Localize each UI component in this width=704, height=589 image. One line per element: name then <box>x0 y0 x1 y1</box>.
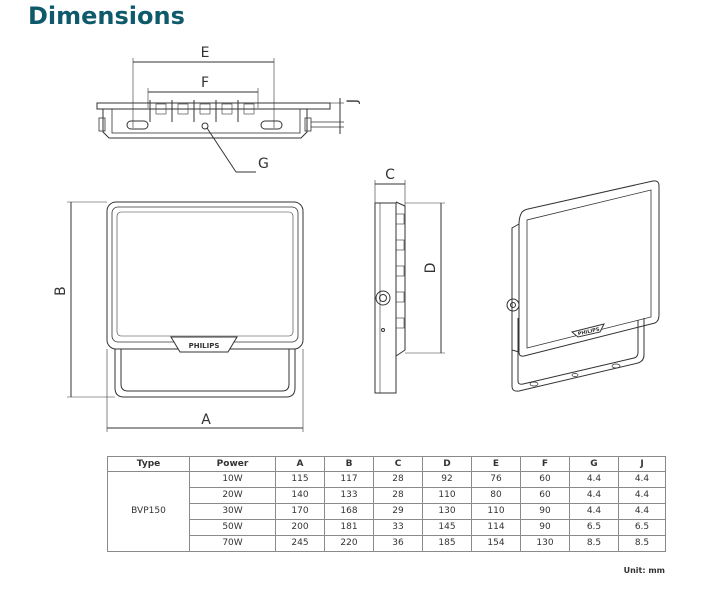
table-cell: 60 <box>520 471 570 488</box>
table-cell: 170 <box>275 503 325 520</box>
table-cell: 4.4 <box>618 471 666 488</box>
technical-drawings: PHILIPS PHILI <box>53 45 660 432</box>
table-row: 70W 245 220 36 185 154 130 8.5 8.5 <box>108 535 666 552</box>
front-brand-text: PHILIPS <box>189 342 220 350</box>
table-cell: 154 <box>471 535 521 552</box>
table-cell: 145 <box>422 519 472 536</box>
table-cell: 181 <box>324 519 374 536</box>
dimension-label-c: C <box>385 167 395 183</box>
table-cell: 4.4 <box>618 503 666 520</box>
table-cell: 29 <box>373 503 423 520</box>
table-cell: 130 <box>520 535 570 552</box>
table-row: BVP150 10W 115 117 28 92 76 60 4.4 4.4 <box>107 471 666 552</box>
table-cell: 76 <box>471 471 521 488</box>
table-header-cell: Power <box>189 456 276 472</box>
table-cell: 28 <box>373 471 423 488</box>
table-cell: 90 <box>520 519 570 536</box>
table-cell: 4.4 <box>569 487 619 504</box>
dimension-label-f: F <box>201 75 209 91</box>
table-cell: 133 <box>324 487 374 504</box>
perspective-brand-text: PHILIPS <box>577 327 600 338</box>
dimension-label-a: A <box>201 412 211 428</box>
table-header-row: Type Power A B C D E F G J <box>107 456 666 472</box>
table-cell: 140 <box>275 487 325 504</box>
table-cell: 200 <box>275 519 325 536</box>
table-cell: 50W <box>189 519 276 536</box>
table-cell: 8.5 <box>569 535 619 552</box>
table-cell: 10W <box>189 471 276 488</box>
dimension-label-d: D <box>423 263 439 274</box>
front-view-drawing <box>67 201 304 432</box>
table-cell: 90 <box>520 503 570 520</box>
dimensions-table: Type Power A B C D E F G J BVP150 10W 11… <box>107 456 666 552</box>
dimension-label-j: J <box>345 99 361 104</box>
table-cell: 245 <box>275 535 325 552</box>
unit-note: Unit: mm <box>623 566 665 575</box>
table-cell: 220 <box>324 535 374 552</box>
table-cell: 4.4 <box>569 503 619 520</box>
table-header-cell: D <box>422 456 472 472</box>
table-cell: 8.5 <box>618 535 666 552</box>
table-cell: 114 <box>471 519 521 536</box>
table-header-cell: B <box>324 456 374 472</box>
table-cell: 4.4 <box>569 471 619 488</box>
table-cell: 110 <box>422 487 472 504</box>
table-cell: 36 <box>373 535 423 552</box>
table-row: 30W 170 168 29 130 110 90 4.4 4.4 <box>108 503 666 520</box>
dimension-label-e: E <box>201 45 210 61</box>
table-cell: 130 <box>422 503 472 520</box>
table-cell: 6.5 <box>569 519 619 536</box>
table-cell: 28 <box>373 487 423 504</box>
table-cell: 168 <box>324 503 374 520</box>
perspective-view-drawing <box>506 180 660 392</box>
table-cell: 110 <box>471 503 521 520</box>
table-cell: 70W <box>189 535 276 552</box>
table-cell: 117 <box>324 471 374 488</box>
table-cell: 60 <box>520 487 570 504</box>
table-cell: 92 <box>422 471 472 488</box>
table-cell: 33 <box>373 519 423 536</box>
table-header-cell: F <box>520 456 570 472</box>
table-header-cell: G <box>569 456 619 472</box>
dimension-label-g: G <box>258 156 269 172</box>
table-cell: 80 <box>471 487 521 504</box>
table-header-cell: C <box>373 456 423 472</box>
table-header-cell: E <box>471 456 521 472</box>
top-view-drawing <box>96 58 344 173</box>
table-cell: 4.4 <box>618 487 666 504</box>
table-cell: 30W <box>189 503 276 520</box>
table-header-cell: A <box>275 456 325 472</box>
table-cell: 185 <box>422 535 472 552</box>
table-cell: 20W <box>189 487 276 504</box>
table-row: 50W 200 181 33 145 114 90 6.5 6.5 <box>108 519 666 536</box>
table-cell: 115 <box>275 471 325 488</box>
table-header-cell: J <box>618 456 666 472</box>
table-row: 20W 140 133 28 110 80 60 4.4 4.4 <box>108 487 666 504</box>
table-cell: 6.5 <box>618 519 666 536</box>
side-view-drawing <box>374 180 445 394</box>
type-cell: BVP150 <box>107 471 190 552</box>
table-header-cell: Type <box>107 456 190 472</box>
page-title: Dimensions <box>28 2 185 30</box>
dimension-label-b: B <box>53 286 69 296</box>
